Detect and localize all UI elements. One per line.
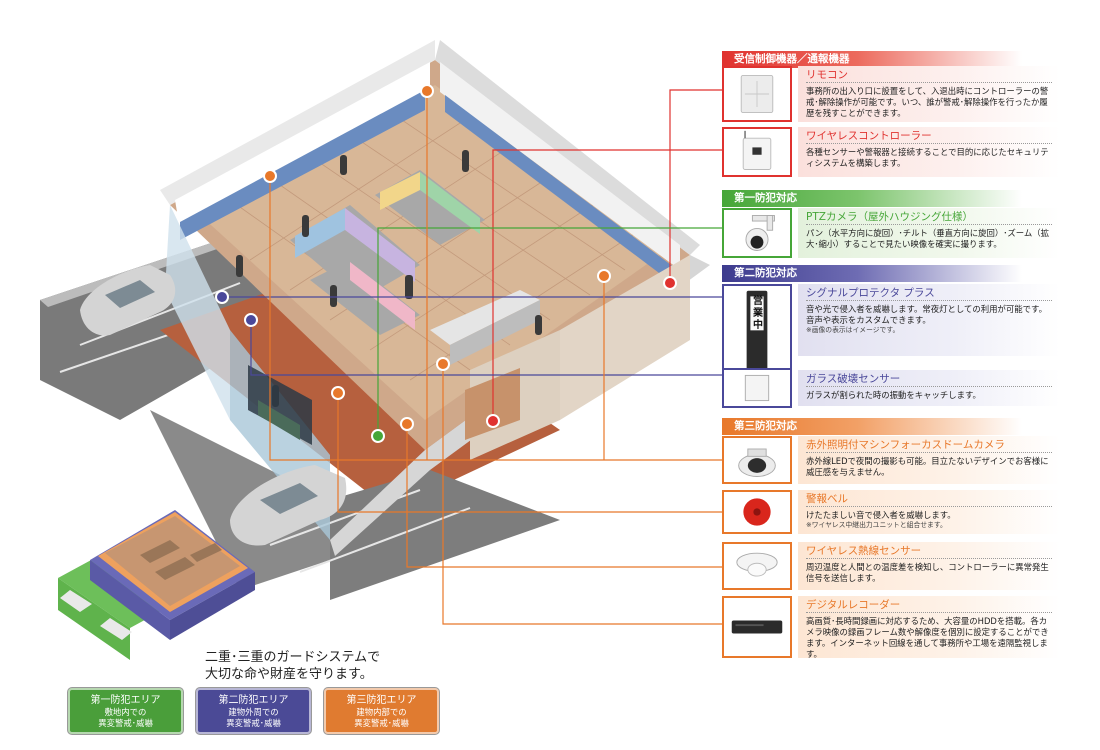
wireless-controller-image <box>722 127 792 177</box>
remote-control-icon <box>740 74 774 114</box>
device-glass-break-sensor: ガラス破壊センサー ガラスが割られた時の振動をキャッチします。 <box>798 370 1060 406</box>
area-badge-third: 第三防犯エリア 建物内部での 異変警戒･威嚇 <box>324 688 439 734</box>
section-header-third: 第三防犯対応 <box>722 418 1022 435</box>
device-title: ガラス破壊センサー <box>806 372 1052 387</box>
glass-break-sensor-image <box>722 368 792 408</box>
area-badge-second: 第二防犯エリア 建物外周での 異変警戒･威嚇 <box>196 688 311 734</box>
device-title: 赤外照明付マシンフォーカスドームカメラ <box>806 438 1052 453</box>
area-badge-title: 第二防犯エリア <box>218 695 289 706</box>
section-header-receiver: 受信制御機器／通報機器 <box>722 51 1022 68</box>
pir-sensor-image <box>722 542 792 590</box>
area-badge-desc2: 異変警戒･威嚇 <box>354 718 409 728</box>
device-wireless-controller: ワイヤレスコントローラー 各種センサーや警報器と接続することで目的に応じたセキュ… <box>798 127 1060 177</box>
device-description: 高画質･長時間録画に対応するため、大容量のHDDを搭載。各カメラ映像の録画フレー… <box>806 616 1049 659</box>
area-badge-desc2: 異変警戒･威嚇 <box>226 718 281 728</box>
device-pir-sensor: ワイヤレス熱線センサー 周辺温度と人間との温度差を検知し、コントローラーに異常発… <box>798 542 1060 590</box>
digital-recorder-icon <box>731 620 783 634</box>
tagline-line2: 大切な命や財産を守ります。 <box>205 667 373 682</box>
pir-sensor-icon <box>736 552 778 577</box>
device-note: ※ワイヤレス中継出力ユニットと組合せます。 <box>806 521 947 529</box>
device-title: リモコン <box>806 68 1052 83</box>
device-dome-camera: 赤外照明付マシンフォーカスドームカメラ 赤外線LEDで夜間の撮影も可能。目立たな… <box>798 436 1060 484</box>
area-badge-desc1: 建物外周での <box>228 707 279 717</box>
area-badge-desc2: 異変警戒･威嚇 <box>98 718 153 728</box>
device-description: 各種センサーや警報器と接続することで目的に応じたセキュリティシステムを構築します… <box>806 147 1049 168</box>
car-lower <box>230 465 347 546</box>
tagline: 二重･三重のガードシステムで 大切な命や財産を守ります。 <box>205 649 465 683</box>
device-signal-protector: シグナルプロテクタ プラス 音や光で侵入者を威嚇します。常夜灯としての利用が可能… <box>798 284 1060 356</box>
area-badge-first: 第一防犯エリア 敷地内での 異変警戒･威嚇 <box>68 688 183 734</box>
ptz-camera-image <box>722 208 792 258</box>
device-title: ワイヤレス熱線センサー <box>806 544 1052 559</box>
wireless-controller-icon <box>742 130 772 170</box>
device-alarm-bell: 警報ベル けたたましい音で侵入者を威嚇します。 ※ワイヤレス中継出力ユニットと組… <box>798 490 1060 534</box>
device-digital-recorder: デジタルレコーダー 高画質･長時間録画に対応するため、大容量のHDDを搭載。各カ… <box>798 596 1060 659</box>
remote-control-image <box>722 66 792 122</box>
area-badge-desc1: 建物内部での <box>356 707 407 717</box>
section-header-second: 第二防犯対応 <box>722 265 1022 282</box>
connector-dots <box>215 84 677 443</box>
digital-recorder-image <box>722 596 792 658</box>
device-title: ワイヤレスコントローラー <box>806 129 1052 144</box>
ptz-camera-icon <box>745 215 775 251</box>
device-description: 事務所の出入り口に設置をして、入退出時にコントローラーの警戒･解除操作が可能です… <box>806 86 1049 118</box>
tagline-line1: 二重･三重のガードシステムで <box>205 650 381 665</box>
area-mini-map <box>58 510 255 660</box>
device-title: PTZカメラ（屋外ハウジング仕様） <box>806 210 1052 225</box>
signal-protector-icon <box>746 290 768 382</box>
device-description: パン（水平方向に旋回）･チルト（垂直方向に旋回）･ズーム（拡大･縮小）することで… <box>806 228 1050 249</box>
device-title: シグナルプロテクタ プラス <box>806 286 1052 301</box>
device-ptz-camera: PTZカメラ（屋外ハウジング仕様） パン（水平方向に旋回）･チルト（垂直方向に旋… <box>798 208 1060 258</box>
alarm-bell-icon <box>743 498 771 526</box>
signal-protector-sign: 営業中 <box>753 296 763 331</box>
section-header-first: 第一防犯対応 <box>722 190 1022 207</box>
connector-lines <box>222 89 722 625</box>
device-title: 警報ベル <box>806 492 1052 507</box>
dome-camera-image <box>722 436 792 484</box>
device-remote-control: リモコン 事務所の出入り口に設置をして、入退出時にコントローラーの警戒･解除操作… <box>798 66 1060 122</box>
device-title: デジタルレコーダー <box>806 598 1052 613</box>
dome-camera-icon <box>738 448 776 477</box>
car-upper <box>80 265 176 336</box>
device-note: ※画像の表示はイメージです。 <box>806 326 900 334</box>
device-description: 音や光で侵入者を威嚇します。常夜灯としての利用が可能です。音声や表示をカスタムで… <box>806 304 1047 325</box>
device-description: けたたましい音で侵入者を威嚇します。 <box>806 510 956 520</box>
device-description: 周辺温度と人間との温度差を検知し、コントローラーに異常発生信号を送信します。 <box>806 562 1049 583</box>
glass-break-sensor-icon <box>744 374 770 402</box>
area-badge-title: 第一防犯エリア <box>90 695 161 706</box>
device-description: 赤外線LEDで夜間の撮影も可能。目立たないデザインでお客様に威圧感を与えません。 <box>806 456 1049 477</box>
area-badge-title: 第三防犯エリア <box>346 695 417 706</box>
device-description: ガラスが割られた時の振動をキャッチします。 <box>806 390 981 400</box>
alarm-bell-image <box>722 490 792 534</box>
area-badge-desc1: 敷地内での <box>104 707 147 717</box>
